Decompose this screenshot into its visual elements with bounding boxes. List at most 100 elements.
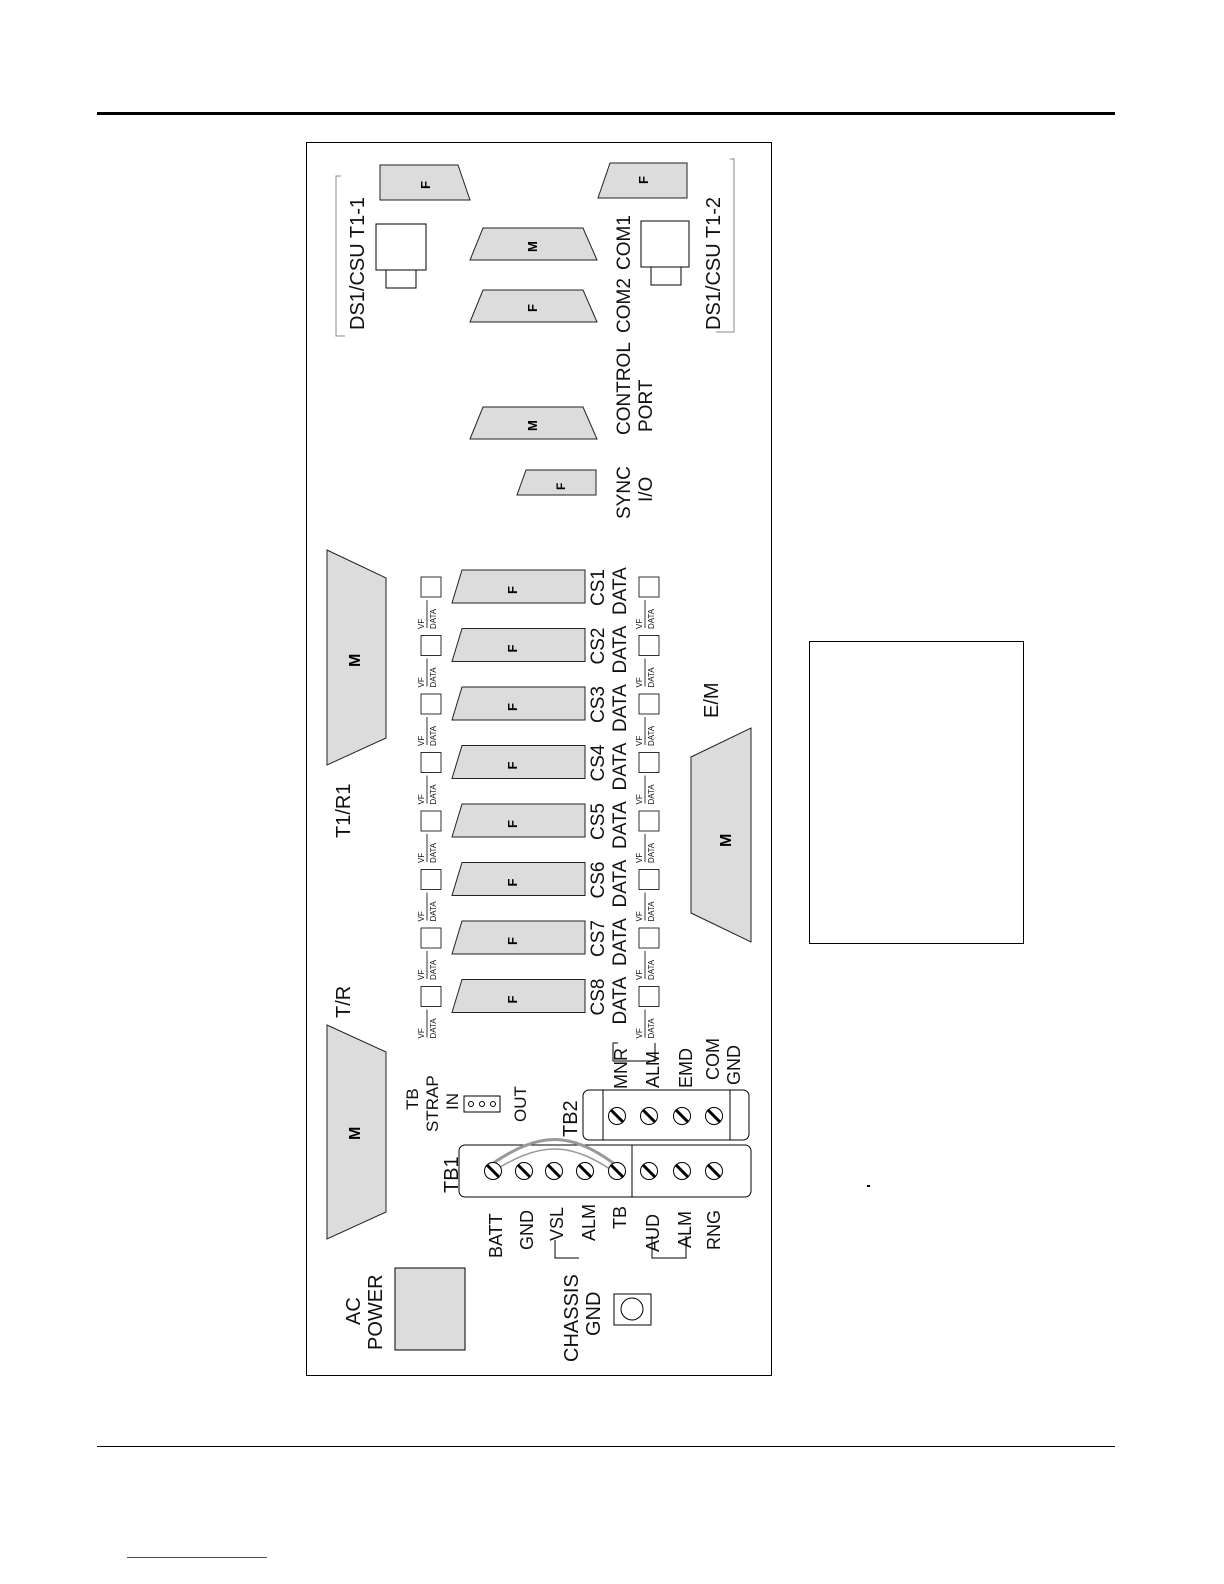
vf-switch-label: VF (417, 619, 426, 629)
cs-channel-name: CS5 (588, 803, 609, 840)
header-rule (97, 112, 1115, 115)
com1-label: COM1 (614, 215, 635, 270)
cs-channel-type: DATA (610, 859, 631, 907)
data-switch-label: DATA (429, 1018, 438, 1039)
t1-1-rj-jack (375, 223, 427, 271)
cs-channel-name: CS3 (588, 686, 609, 723)
t1-1-connector-code: F (418, 181, 433, 189)
tb2-terminal-label: GND (724, 1045, 744, 1085)
cs-channel-type: DATA (610, 684, 631, 732)
vf-data-switch-box (638, 810, 660, 832)
tb1-terminal-label: GND (517, 1210, 537, 1250)
footer-rule (97, 1446, 1115, 1447)
ac-power-label-1: AC (343, 1297, 365, 1325)
tr-connector-code: M (347, 1127, 364, 1140)
tb1-terminal-label: TB (610, 1206, 630, 1229)
t1-1-bracket (335, 175, 345, 337)
tb1-aud-alm-bracket (651, 1236, 687, 1259)
em-male-connector (690, 727, 752, 943)
vf-data-switch-box (638, 752, 660, 773)
sync-io-label-1: SYNC (614, 466, 635, 519)
tb1-terminal-label: BATT (486, 1213, 506, 1258)
tr-label: T/R (333, 986, 355, 1018)
vf-data-switch-box (420, 752, 442, 773)
vf-switch-label: VF (417, 970, 426, 980)
cs-channel-name: CS8 (588, 979, 609, 1016)
cs-connector-code: F (505, 937, 520, 945)
footer-link-underline (127, 1557, 267, 1558)
vf-data-switch-box (638, 927, 660, 949)
terminal-screw-icon (515, 1162, 533, 1180)
terminal-screw-icon (705, 1162, 723, 1180)
com2-connector-code: F (525, 304, 540, 312)
data-switch-label: DATA (647, 842, 656, 863)
control-port-label-2: PORT (636, 379, 657, 432)
ac-power-inlet (394, 1267, 466, 1351)
vf-switch-label: VF (417, 794, 426, 804)
com1-connector-code: M (525, 241, 540, 252)
tb1-terminal-label: AUD (643, 1214, 663, 1252)
note-box (809, 641, 1024, 944)
cs-connector-code: F (505, 879, 520, 887)
sync-io-connector-code: F (554, 483, 568, 490)
vf-data-switch-box (420, 869, 442, 890)
data-switch-label: DATA (647, 784, 656, 805)
strap-pin-icon (479, 1101, 485, 1107)
vf-data-switch-box (420, 810, 442, 832)
terminal-screw-icon (673, 1162, 691, 1180)
t1-2-female-connector (597, 162, 688, 199)
cs-female-connector (451, 979, 586, 1013)
t1-1-label: DS1/CSU T1-1 (347, 197, 369, 330)
data-switch-label: DATA (647, 901, 656, 922)
chassis-gnd-screw-icon (620, 1297, 644, 1321)
vf-data-switch-box (638, 635, 660, 656)
data-switch-label: DATA (429, 842, 438, 863)
cs-female-connector (451, 745, 586, 779)
tb1-vsl-alm-bracket (554, 1240, 579, 1259)
data-switch-label: DATA (429, 725, 438, 746)
cs-channel-type: DATA (610, 742, 631, 790)
vf-data-switch-box (420, 693, 442, 715)
tb1-jumper-wire (485, 1138, 621, 1170)
vf-switch-label: VF (417, 736, 426, 746)
vf-data-switch-box (420, 927, 442, 949)
vf-data-switch-box (420, 986, 442, 1007)
chassis-gnd-label-2: GND (583, 1292, 605, 1336)
vf-switch-label: VF (635, 970, 644, 980)
vf-switch-label: VF (417, 1028, 426, 1038)
t1-2-rj-jack (640, 220, 690, 268)
cs-connector-code: F (505, 645, 520, 653)
cs-channel-type: DATA (610, 976, 631, 1024)
com1-male-connector (469, 227, 598, 261)
sync-io-female-connector (516, 469, 597, 496)
data-switch-label: DATA (429, 784, 438, 805)
data-switch-label: DATA (429, 901, 438, 922)
cs-female-connector (451, 628, 586, 662)
cs-female-connector (451, 686, 586, 721)
vf-switch-label: VF (635, 853, 644, 863)
data-switch-label: DATA (429, 608, 438, 629)
em-label: E/M (701, 682, 723, 718)
cs-channel-name: CS6 (588, 862, 609, 899)
vf-switch-label: VF (417, 911, 426, 921)
chassis-gnd-label-1: CHASSIS (561, 1274, 583, 1362)
terminal-screw-icon (640, 1107, 658, 1125)
terminal-screw-icon (484, 1162, 502, 1180)
vf-switch-label: VF (635, 619, 644, 629)
rear-panel-outline (306, 142, 772, 1376)
tb1-terminal-block (458, 1144, 752, 1198)
cs-connector-code: F (505, 586, 520, 594)
cs-channel-name: CS1 (588, 569, 609, 606)
